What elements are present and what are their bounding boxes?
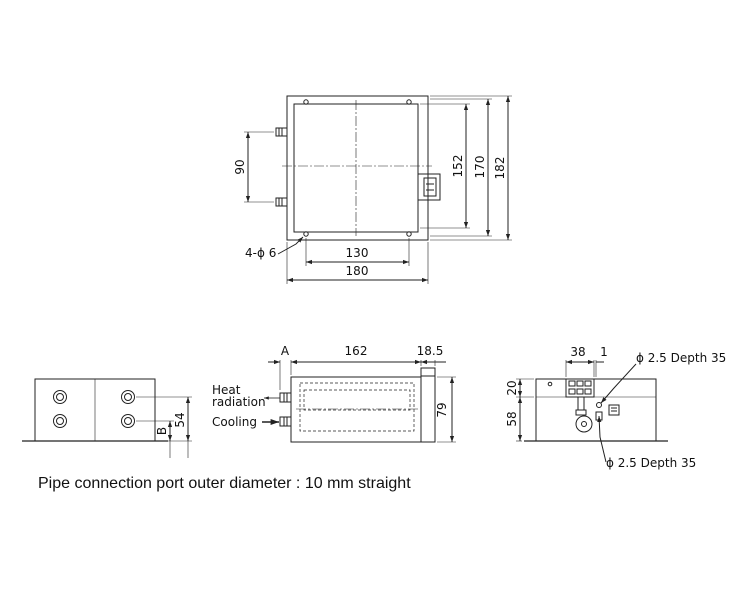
callout-upper: ϕ 2.5 Depth 35 xyxy=(636,351,726,365)
dim-label-162: 162 xyxy=(345,344,368,358)
label-heat-radiation-line2: radiation xyxy=(212,395,266,409)
pipe-port xyxy=(53,414,67,428)
mounting-hole xyxy=(303,99,309,105)
end-view-body xyxy=(535,378,657,442)
pipe-port-heat xyxy=(279,392,292,403)
dim-label-20: 20 xyxy=(505,380,519,395)
dim-label-152: 152 xyxy=(451,155,465,178)
label-heat-radiation-line1: Heat xyxy=(212,383,241,397)
dim-label-180: 180 xyxy=(346,264,369,278)
callout-lower: ϕ 2.5 Depth 35 xyxy=(606,456,696,470)
dim-label-38: 38 xyxy=(570,345,585,359)
pipe-port xyxy=(121,390,135,404)
side-view xyxy=(22,378,192,458)
dim-label-1: 1 xyxy=(600,345,608,359)
pipe-port xyxy=(53,390,67,404)
pipe-port-cooling xyxy=(279,416,292,427)
top-view-plate xyxy=(286,95,429,241)
label-cooling: Cooling xyxy=(212,415,257,429)
front-view xyxy=(262,359,456,443)
drain-plug xyxy=(575,415,593,433)
terminal-block xyxy=(420,367,436,443)
caption: Pipe connection port outer diameter : 10… xyxy=(38,475,411,492)
dim-label-58: 58 xyxy=(505,411,519,426)
dim-label-170: 170 xyxy=(473,156,487,179)
dim-label-B: B xyxy=(155,427,169,435)
dim-label-54: 54 xyxy=(173,412,187,427)
callout-upper-leader xyxy=(600,363,637,404)
top-view xyxy=(244,95,512,284)
hole-callout: 4-ϕ 6 xyxy=(245,246,276,260)
dim-label-79: 79 xyxy=(435,402,449,417)
dim-label-A: A xyxy=(281,344,290,358)
pipe-port xyxy=(121,414,135,428)
front-view-body xyxy=(290,376,422,443)
mounting-hole xyxy=(303,231,309,237)
dim-label-90: 90 xyxy=(233,159,247,174)
dim-label-18-5: 18.5 xyxy=(417,344,444,358)
dim-label-182: 182 xyxy=(493,157,507,180)
mounting-hole xyxy=(406,99,412,105)
terminal-block xyxy=(565,378,595,398)
end-view xyxy=(516,359,668,463)
dim-label-130: 130 xyxy=(346,246,369,260)
hole-leader xyxy=(277,236,304,255)
terminal-box xyxy=(417,173,441,201)
mounting-hole xyxy=(406,231,412,237)
callout-lower-leader xyxy=(597,415,607,463)
